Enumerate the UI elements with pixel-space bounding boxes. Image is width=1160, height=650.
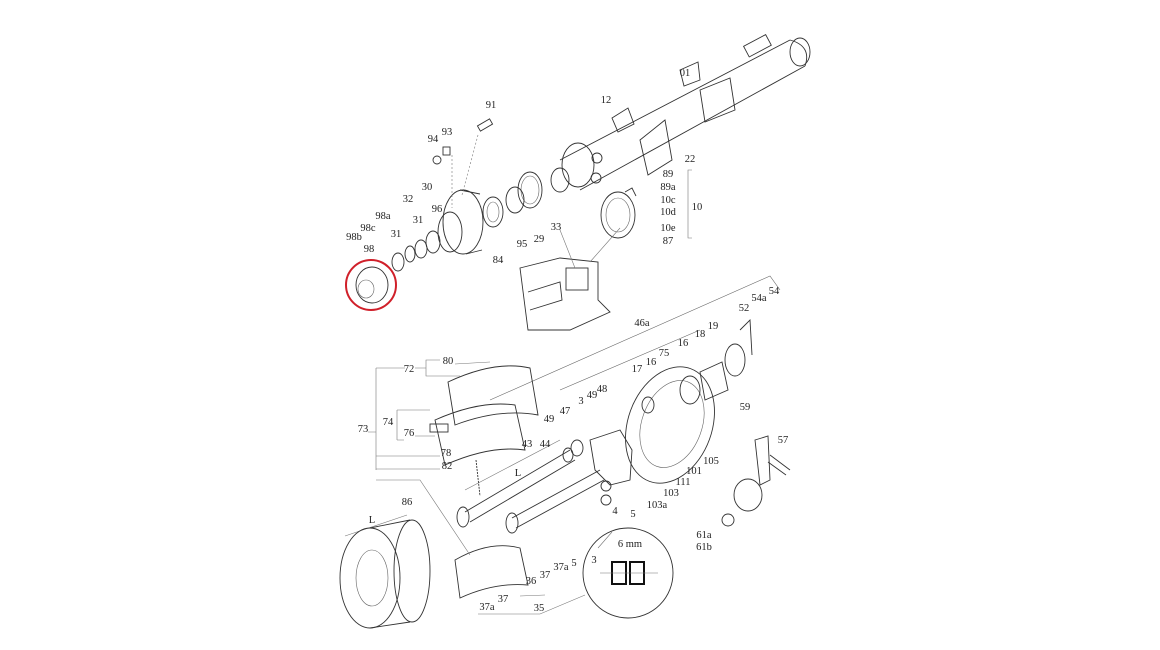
label-5b: 5 (571, 558, 576, 569)
label-94: 94 (428, 134, 439, 145)
label-111: 111 (676, 477, 691, 488)
label-32: 32 (403, 194, 414, 205)
label-98a: 98a (375, 211, 391, 222)
label-16: 16 (678, 338, 689, 349)
label-44: 44 (540, 439, 551, 450)
label-91: 91 (486, 100, 497, 111)
label-17: 17 (632, 364, 643, 375)
label-5: 5 (630, 509, 635, 520)
seals-and-bearings (482, 171, 637, 239)
label-72: 72 (404, 364, 415, 375)
label-16b: 16 (646, 357, 657, 368)
label-95: 95 (517, 239, 528, 250)
label-86: 86 (402, 497, 413, 508)
label-54: 54 (769, 286, 780, 297)
label-57: 57 (778, 435, 789, 446)
label-98: 98 (364, 244, 375, 255)
label-L-drum: L (369, 515, 375, 526)
label-75: 75 (659, 348, 670, 359)
label-L-shaft: L (515, 468, 521, 479)
label-4: 4 (612, 506, 618, 517)
label-98c: 98c (360, 223, 376, 234)
axle-beam (559, 33, 811, 191)
label-103: 103 (663, 488, 679, 499)
label-59: 59 (740, 402, 751, 413)
label-12: 12 (601, 95, 612, 106)
small-rings (391, 230, 441, 272)
label-6mm: 6 mm (618, 539, 642, 550)
backing-plate (625, 366, 715, 484)
label-80: 80 (443, 356, 454, 367)
brake-drum (339, 519, 431, 629)
label-3-detail: 3 (591, 555, 596, 566)
label-10d: 10d (660, 207, 677, 218)
label-54a: 54a (751, 293, 767, 304)
label-37b: 37 (498, 594, 509, 605)
label-46a: 46a (634, 318, 650, 329)
label-48: 48 (597, 384, 608, 395)
section-detail (519, 227, 621, 331)
label-89: 89 (663, 169, 674, 180)
label-87: 87 (663, 236, 674, 247)
label-73: 73 (358, 424, 369, 435)
label-37a-b: 37a (479, 602, 495, 613)
label-10c: 10c (660, 195, 676, 206)
brake-shoes (429, 365, 539, 599)
label-10e: 10e (660, 223, 676, 234)
label-37: 37 (540, 570, 551, 581)
slack-adjuster (721, 435, 791, 527)
label-18: 18 (695, 329, 706, 340)
label-96: 96 (432, 204, 443, 215)
hub-cap (355, 266, 389, 304)
label-93: 93 (442, 127, 453, 138)
label-19: 19 (708, 321, 719, 332)
highlight-circle (345, 259, 397, 311)
label-82: 82 (442, 461, 453, 472)
label-61b: 61b (696, 542, 712, 553)
label-49: 49 (587, 390, 598, 401)
hub (437, 189, 484, 255)
camshafts (456, 439, 605, 534)
label-10: 10 (692, 202, 703, 213)
label-43: 43 (522, 439, 533, 450)
label-01: 01 (680, 68, 691, 79)
label-49b: 49 (544, 414, 555, 425)
label-31b: 31 (391, 229, 402, 240)
label-33: 33 (551, 222, 562, 233)
label-76: 76 (404, 428, 415, 439)
slack-adjuster-parts (641, 318, 753, 414)
label-101: 101 (686, 466, 702, 477)
label-31: 31 (413, 215, 424, 226)
label-37a: 37a (553, 562, 569, 573)
label-98b: 98b (346, 232, 362, 243)
detail-magnifier (582, 527, 674, 619)
label-103a: 103a (647, 500, 668, 511)
label-52: 52 (739, 303, 750, 314)
label-105: 105 (703, 456, 719, 467)
label-29: 29 (534, 234, 545, 245)
label-30: 30 (422, 182, 433, 193)
part-labels: 01 12 22 91 94 93 89 89a 10c 10d 10 10e … (346, 68, 788, 614)
label-36: 36 (526, 576, 537, 587)
label-78: 78 (441, 448, 452, 459)
label-47: 47 (560, 406, 571, 417)
label-84: 84 (493, 255, 504, 266)
label-89a: 89a (660, 182, 676, 193)
label-3: 3 (578, 396, 583, 407)
spindle-flange (550, 142, 603, 193)
label-61a: 61a (696, 530, 712, 541)
label-35: 35 (534, 603, 545, 614)
label-22: 22 (685, 154, 696, 165)
cam-bracket (562, 429, 633, 506)
label-74: 74 (383, 417, 394, 428)
